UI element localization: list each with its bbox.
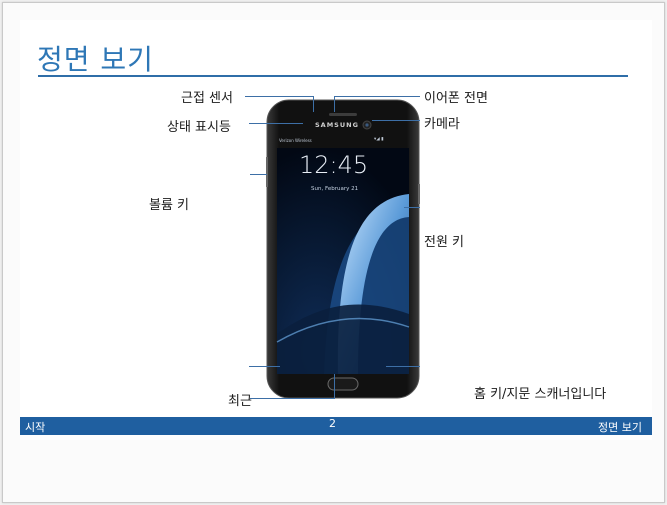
slide-title: 정면 보기 <box>37 43 154 76</box>
leader-home-right <box>386 366 420 367</box>
leader-earpiece-drop <box>334 96 335 112</box>
label-earpiece: 이어폰 전면 <box>424 91 488 106</box>
leader-volume-key <box>250 174 267 175</box>
phone-brand: SAMSUNG <box>315 121 359 129</box>
footer-title: 정면 보기 <box>598 421 642 434</box>
footer-bar: 시작 2 정면 보기 <box>20 417 652 435</box>
label-proximity-sensor: 근접 센서 <box>181 91 233 106</box>
label-recent: 최근 <box>228 394 252 409</box>
phone-carrier: Verizon Wireless <box>279 138 312 143</box>
phone-clock: 12:45 <box>299 151 369 179</box>
phone-date: Sun, February 21 <box>311 186 359 192</box>
leader-home-key <box>250 398 335 399</box>
leader-proximity-sensor-drop <box>313 96 314 112</box>
label-camera: 카메라 <box>424 117 460 132</box>
title-underline <box>38 75 628 77</box>
phone-status-icons: ▾◢ ▮ <box>374 137 384 142</box>
slide: 정면 보기 <box>20 20 652 440</box>
leader-camera <box>372 120 420 121</box>
label-volume-key: 볼륨 키 <box>149 198 190 213</box>
label-home-key: 홈 키/지문 스캐너입니다 <box>474 387 607 402</box>
leader-power-key <box>404 207 420 208</box>
leader-status-indicator <box>249 123 303 124</box>
label-status-indicator: 상태 표시등 <box>167 120 231 135</box>
phone-front-illustration <box>266 99 420 399</box>
label-power-key: 전원 키 <box>424 235 465 250</box>
leader-earpiece <box>334 96 420 97</box>
footer-section: 시작 <box>25 421 46 434</box>
leader-home-key-rise <box>334 374 335 399</box>
leader-proximity-sensor <box>245 96 314 97</box>
page-number: 2 <box>329 417 336 430</box>
leader-recent <box>249 366 280 367</box>
